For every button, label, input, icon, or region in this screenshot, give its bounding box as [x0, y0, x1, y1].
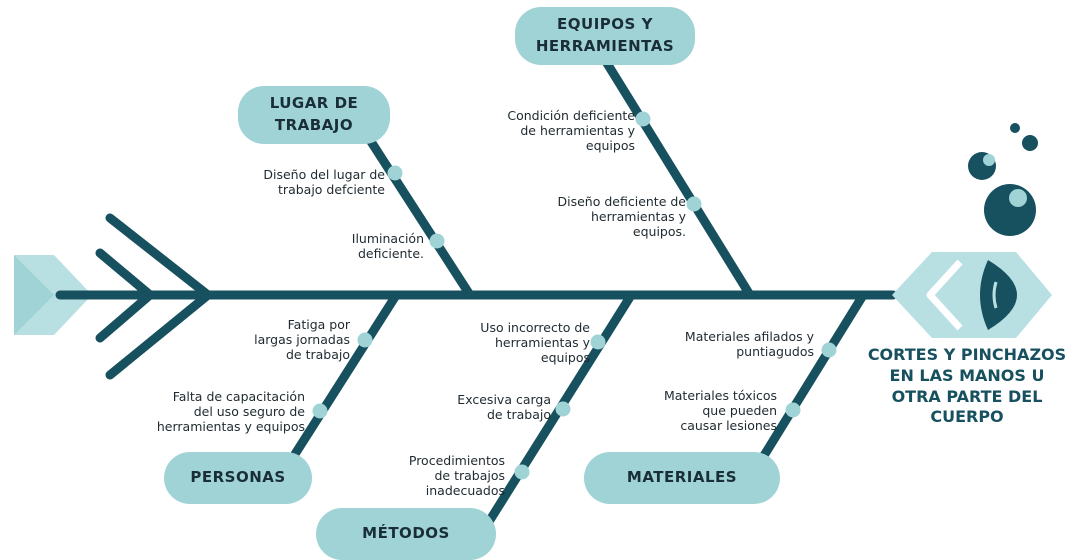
cause-node: [514, 464, 530, 480]
cause-label: Fatiga por largas jornadas de trabajo: [254, 317, 350, 362]
cause-label: Falta de capacitación del uso seguro de …: [156, 389, 305, 434]
cause-node: [821, 342, 837, 358]
bone-materiales: [755, 292, 867, 467]
cause-node: [555, 401, 571, 417]
category-equipos-y-herramientas: EQUIPOS Y HERRAMIENTAS: [515, 7, 695, 65]
cause-node: [635, 111, 651, 127]
cause-label: Iluminación deficiente.: [351, 231, 424, 261]
cause-label: Materiales tóxicos que pueden causar les…: [663, 388, 777, 433]
cause-label: Diseño deficiente de herramientas y equi…: [557, 194, 687, 239]
cause-label: Materiales afilados y puntiagudos: [684, 329, 814, 359]
cause-node: [686, 196, 702, 212]
category-materiales: MATERIALES: [584, 452, 780, 504]
cause-node: [785, 402, 801, 418]
cause-label: Procedimientos de trabajos inadecuados: [408, 453, 505, 498]
fish-head-icon: [892, 252, 1052, 338]
category-metodos: MÉTODOS: [316, 508, 496, 560]
category-lugar-de-trabajo: LUGAR DE TRABAJO: [238, 86, 390, 144]
cause-label: Uso incorrecto de herramientas y equipos: [480, 320, 590, 365]
bone-equipos: [600, 55, 755, 300]
effect-label: CORTES Y PINCHAZOS EN LAS MANOS U OTRA P…: [867, 345, 1067, 427]
bone-personas: [285, 292, 400, 467]
bubble-icon: [968, 123, 1038, 236]
cause-node: [387, 165, 403, 181]
cause-node: [312, 403, 328, 419]
cause-node: [590, 334, 606, 350]
cause-nodes: [312, 111, 837, 480]
cause-node: [357, 332, 373, 348]
cause-node: [429, 233, 445, 249]
bone-lugar-de-trabajo: [365, 135, 475, 300]
cause-label: Excesiva carga de trabajo: [457, 392, 551, 422]
category-personas: PERSONAS: [164, 452, 312, 504]
cause-label: Condición deficiente de herramientas y e…: [507, 108, 635, 153]
cause-label: Diseño del lugar de trabajo defciente: [263, 167, 385, 197]
